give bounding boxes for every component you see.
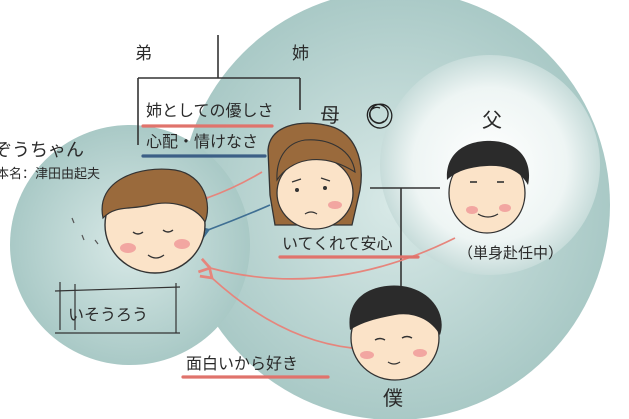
label-underlines <box>141 124 420 379</box>
patient-condition: いそうろう <box>68 305 149 324</box>
label-father: 父 <box>482 108 502 132</box>
arrow-sister-to-patient <box>194 171 263 209</box>
label-mother: 母 <box>320 103 340 127</box>
label-older-sister: 姉 <box>292 44 309 64</box>
feeling-worry: 心配・情けなさ <box>146 132 259 151</box>
patient-face <box>101 168 209 274</box>
feeling-relief: いてくれて安心 <box>282 234 393 253</box>
arrow-mother-to-patient <box>195 204 271 241</box>
feeling-sister-kindness: 姉としての優しさ <box>146 101 274 120</box>
worry-scribble-icon <box>366 103 393 129</box>
family-tree-lines <box>137 35 440 290</box>
father-status: （単身赴任中） <box>458 244 564 262</box>
father-face <box>446 140 530 234</box>
patient-nickname: ぞうちゃん <box>0 140 84 161</box>
patient-real-name: 本名：津田由起夫 <box>0 167 101 182</box>
arrow-me-to-patient <box>199 265 353 349</box>
feeling-fun: 面白いから好き <box>186 354 299 373</box>
mother-face <box>267 122 362 230</box>
me-face <box>349 285 442 381</box>
sweat-marks <box>71 217 99 245</box>
label-younger-brother: 弟 <box>135 44 152 64</box>
label-me: 僕 <box>383 386 403 410</box>
arrow-father-to-patient <box>197 237 456 280</box>
fence-lines <box>54 282 181 334</box>
feeling-arrows <box>194 171 456 349</box>
